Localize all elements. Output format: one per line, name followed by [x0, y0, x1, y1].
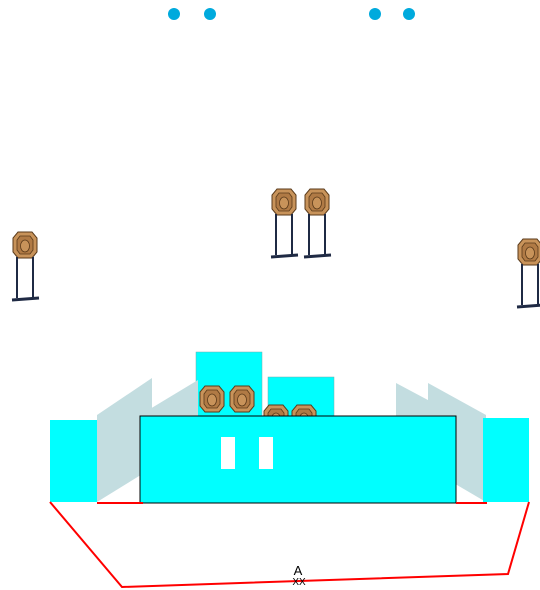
shooting-port-icon	[221, 437, 235, 469]
right-side-barrier	[483, 418, 529, 502]
fault-line	[49, 501, 530, 589]
wall-panel	[97, 378, 152, 502]
paper-targets	[12, 189, 540, 307]
steel-poppers	[168, 8, 415, 20]
shooting-port-icon	[259, 437, 273, 469]
steel-popper-icon	[403, 8, 415, 20]
paper-target-icon	[304, 189, 331, 257]
paper-target-icon	[517, 239, 540, 307]
left-side-barrier	[50, 420, 97, 502]
paper-target-icon	[199, 385, 225, 413]
paper-target-icon	[12, 232, 39, 300]
paper-target-icon	[229, 385, 255, 413]
start-position-label: A	[294, 563, 303, 578]
steel-popper-icon	[369, 8, 381, 20]
start-position-marker: XX	[292, 577, 306, 588]
paper-target-icon	[271, 189, 298, 257]
steel-popper-icon	[168, 8, 180, 20]
main-barricade	[139, 415, 457, 504]
steel-popper-icon	[204, 8, 216, 20]
